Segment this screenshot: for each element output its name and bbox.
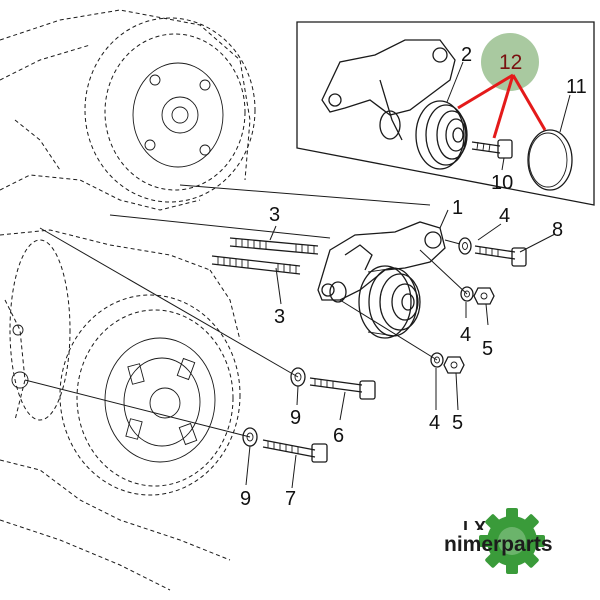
bolt-8 xyxy=(474,245,527,267)
callout-3-lower: 3 xyxy=(274,306,285,328)
watermark-brand: nimerparts xyxy=(444,533,553,556)
highlight-line-to-pulley xyxy=(457,73,514,110)
callout-5-lower: 5 xyxy=(452,412,463,434)
inset-bolt xyxy=(471,139,513,159)
callout-9-lower: 9 xyxy=(240,488,251,510)
callout-4-middle: 4 xyxy=(460,324,471,346)
callout-11: 11 xyxy=(566,76,587,98)
bolt-6 xyxy=(309,377,376,400)
crank-pulley-sketch xyxy=(59,294,241,496)
callout-5-middle: 5 xyxy=(482,338,493,360)
upper-pulley-sketch xyxy=(84,17,256,203)
washer-nut-lower xyxy=(430,352,465,374)
callout-4-lower: 4 xyxy=(429,412,440,434)
callout-3-upper: 3 xyxy=(269,204,280,226)
callout-leaders xyxy=(245,61,571,489)
watermark: nimerparts xyxy=(443,508,583,574)
callout-9-upper: 9 xyxy=(290,407,301,429)
inset-tensioner-bracket xyxy=(321,39,456,141)
assembly-lines xyxy=(24,184,468,438)
tensioner-assembly xyxy=(317,221,446,303)
left-pulley-sketch xyxy=(9,239,71,421)
stud-upper xyxy=(229,237,319,255)
callout-8: 8 xyxy=(552,219,563,241)
callout-7: 7 xyxy=(285,488,296,510)
gear-icon xyxy=(479,508,545,574)
callouts: 1 2 3 3 4 4 4 5 5 6 7 8 9 9 10 11 12 xyxy=(240,44,587,510)
highlight-12 xyxy=(457,33,547,139)
bolt-7 xyxy=(262,439,328,463)
inset-pulley xyxy=(415,100,468,170)
highlight-line-to-cap xyxy=(511,74,547,131)
callout-1: 1 xyxy=(452,197,463,219)
washer-nut-middle xyxy=(460,286,495,305)
callout-4-upper: 4 xyxy=(499,205,510,227)
callout-6: 6 xyxy=(333,425,344,447)
washer-upper xyxy=(458,237,472,255)
highlight-circle xyxy=(481,33,539,91)
inset-dust-cap xyxy=(527,129,573,191)
callout-10: 10 xyxy=(491,172,513,194)
engine-block-outline xyxy=(0,9,251,591)
detail-inset-box xyxy=(296,21,595,206)
highlight-line-to-bolt xyxy=(492,74,515,139)
main-idler-pulley xyxy=(358,265,421,339)
stud-lower xyxy=(211,255,301,275)
callout-2: 2 xyxy=(461,44,472,66)
callout-12: 12 xyxy=(499,51,522,74)
